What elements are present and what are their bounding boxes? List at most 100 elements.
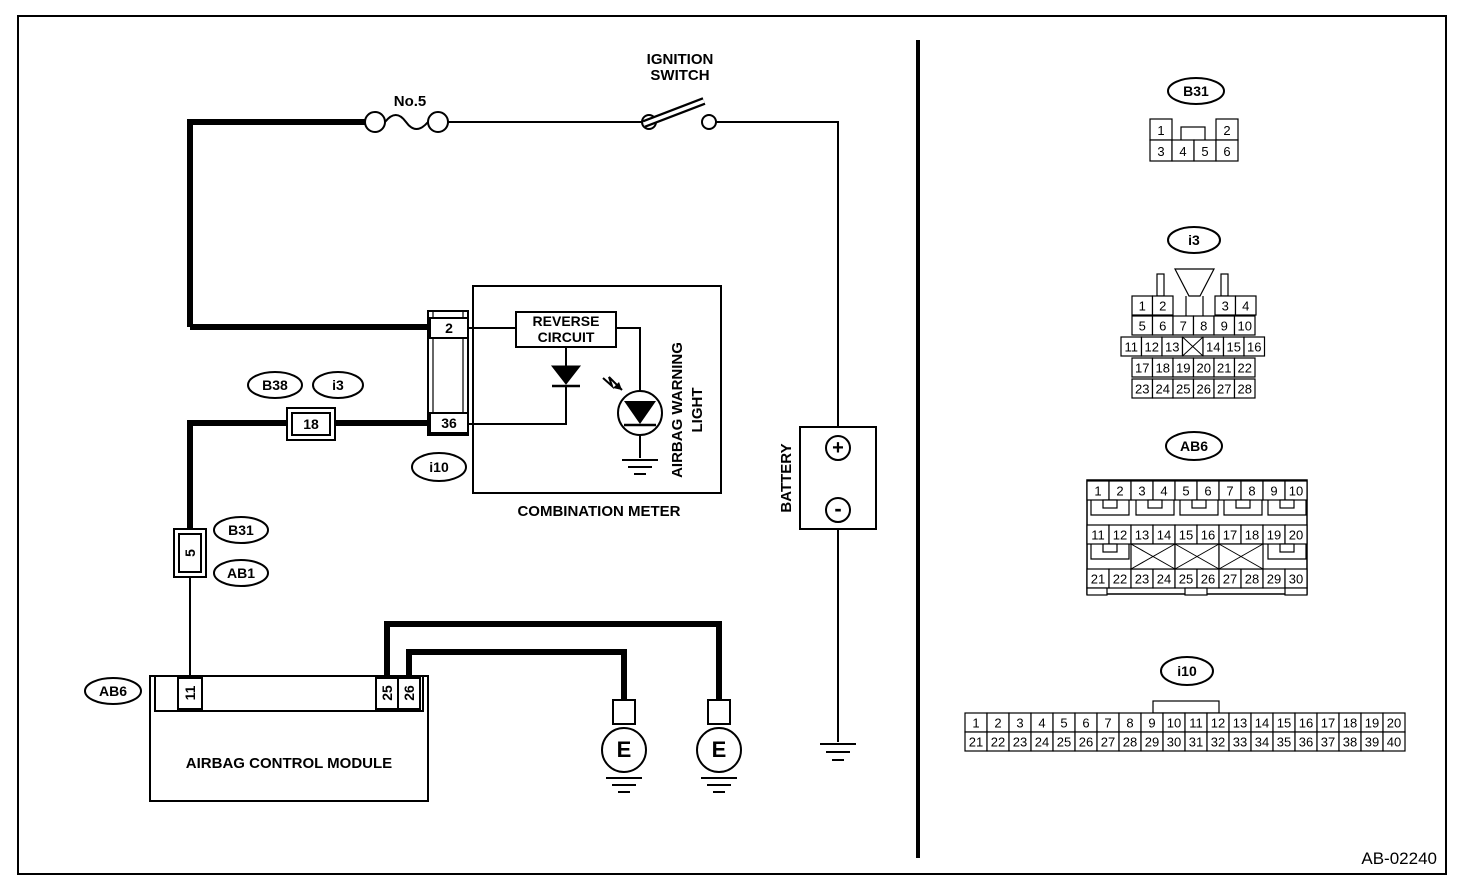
pin-number: 10 [1167,716,1181,731]
battery-plus: + [832,437,844,459]
pin-number: 9 [1270,484,1277,499]
pin-number: 24 [1156,382,1170,397]
pin-number: 25 [1057,735,1071,750]
warning-label-line1: AIRBAG WARNING [669,342,686,478]
pin-number: 23 [1135,572,1149,587]
pin-number: 13 [1165,340,1179,355]
pin-number: 29 [1267,572,1281,587]
pin-number: 36 [1299,735,1313,750]
pin-cell [1233,357,1256,378]
svg-text:i3: i3 [1188,232,1200,248]
combination-meter: COMBINATION METER 2 36 REVERSE CIRCUIT A… [427,285,722,520]
pin-number: 3 [1222,299,1229,314]
pin-number: 4 [1038,716,1045,731]
tag-ab6: AB6 [84,677,142,705]
pin-number: 22 [1238,361,1252,376]
svg-text:E: E [617,737,632,762]
svg-text:6: 6 [1223,144,1230,159]
svg-text:AB6: AB6 [1180,438,1208,454]
pin-number: 27 [1217,382,1231,397]
pin-number: 2 [1159,299,1166,314]
pin-number: 3 [1138,484,1145,499]
pin-cell [1284,480,1308,501]
pin-number: 9 [1221,319,1228,334]
pin-number: 30 [1167,735,1181,750]
pin-number: 7 [1180,319,1187,334]
diagram-frame [17,15,1447,875]
pin-cell [1233,378,1256,399]
module-label: AIRBAG CONTROL MODULE [186,755,392,772]
pin-number: 18 [1343,716,1357,731]
pin-number: 31 [1189,735,1203,750]
reverse-label-line1: REVERSE [533,313,600,329]
pin-number: 13 [1135,528,1149,543]
pin-number: 23 [1135,382,1149,397]
pin-number: 24 [1157,572,1171,587]
svg-text:i10: i10 [429,459,449,475]
pin-number: 17 [1321,716,1335,731]
svg-text:11: 11 [182,685,198,700]
pin-cell [1151,295,1174,316]
fuse-label: No.5 [394,93,427,110]
meter-pin-2: 2 [445,320,453,336]
pin-number: 38 [1343,735,1357,750]
ground-e-1: E [601,699,647,793]
pin-number: 7 [1104,716,1111,731]
meter-label: COMBINATION METER [517,503,680,520]
pin-number: 7 [1226,484,1233,499]
pin-number: 25 [1179,572,1193,587]
pin-number: 21 [969,735,983,750]
pin-number: 26 [1201,572,1215,587]
battery: + - BATTERY [778,426,877,530]
pin-number: 1 [972,716,979,731]
ground-e-2: E [696,699,742,793]
fuse-no5: No.5 [187,93,449,327]
pin-number: 32 [1211,735,1225,750]
pin-number: 2 [994,716,1001,731]
pin-number: 5 [1182,484,1189,499]
battery-label: BATTERY [778,443,795,512]
airbag-control-module: 11 25 26 AIRBAG CONTROL MODULE [149,675,429,802]
pin-number: 9 [1148,716,1155,731]
svg-text:i10: i10 [1177,663,1197,679]
pin-number: 12 [1145,340,1159,355]
pin-cell [1284,524,1308,545]
pin-number: 5 [1060,716,1067,731]
pin-number: 3 [1016,716,1023,731]
svg-text:i3: i3 [332,377,344,393]
pin-number: 1 [1094,484,1101,499]
pin-number: 39 [1365,735,1379,750]
pin-number: 22 [1113,572,1127,587]
figure-id: AB-02240 [1361,849,1437,868]
pin-number: 8 [1248,484,1255,499]
tag-i3: i3 [312,371,364,399]
pin-number: 11 [1091,528,1105,543]
pin-number: 12 [1113,528,1127,543]
svg-text:18: 18 [303,416,319,432]
ground-symbol-battery [820,743,856,761]
svg-text:4: 4 [1179,144,1186,159]
pin-number: 18 [1156,361,1170,376]
svg-text:25: 25 [379,685,395,701]
pin-number: 11 [1189,716,1203,731]
pin-number: 33 [1233,735,1247,750]
pin-number: 28 [1123,735,1137,750]
pin-number: 10 [1238,319,1252,334]
pin-number: 30 [1289,572,1303,587]
pin-number: 5 [1139,319,1146,334]
pin-number: 6 [1204,484,1211,499]
svg-text:B31: B31 [228,522,254,538]
svg-text:B38: B38 [262,377,288,393]
svg-text:26: 26 [401,685,417,701]
pin-number: 20 [1387,716,1401,731]
svg-text:B31: B31 [1183,83,1209,99]
pin-number: 17 [1223,528,1237,543]
pin-number: 25 [1176,382,1190,397]
pin-number: 23 [1013,735,1027,750]
pin-number: 10 [1289,484,1303,499]
pin-number: 16 [1247,340,1261,355]
svg-text:5: 5 [1201,144,1208,159]
svg-text:3: 3 [1157,144,1164,159]
ignition-label-line2: SWITCH [650,67,709,84]
